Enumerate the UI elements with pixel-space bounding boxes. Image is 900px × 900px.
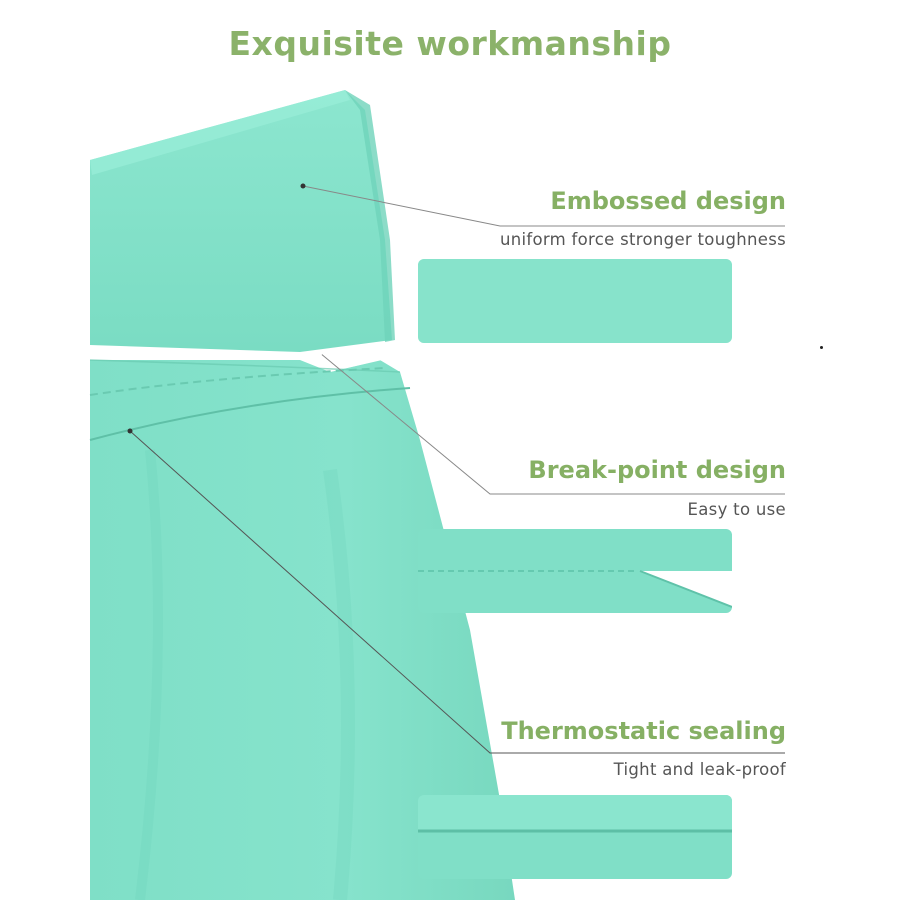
feature-title-embossed: Embossed design: [550, 187, 786, 215]
feature-subtitle-embossed: uniform force stronger toughness: [499, 230, 786, 249]
break-point-detail-image: [418, 529, 732, 613]
stray-dot: [820, 346, 823, 349]
feature-subtitle-break-point: Easy to use: [687, 500, 786, 519]
embossed-detail-image: [418, 259, 732, 343]
feature-title-sealing: Thermostatic sealing: [501, 717, 786, 745]
sealing-detail-image: [418, 795, 732, 879]
page-title: Exquisite workmanship: [228, 24, 672, 63]
feature-subtitle-sealing: Tight and leak-proof: [613, 760, 786, 779]
feature-title-break-point: Break-point design: [528, 456, 786, 484]
